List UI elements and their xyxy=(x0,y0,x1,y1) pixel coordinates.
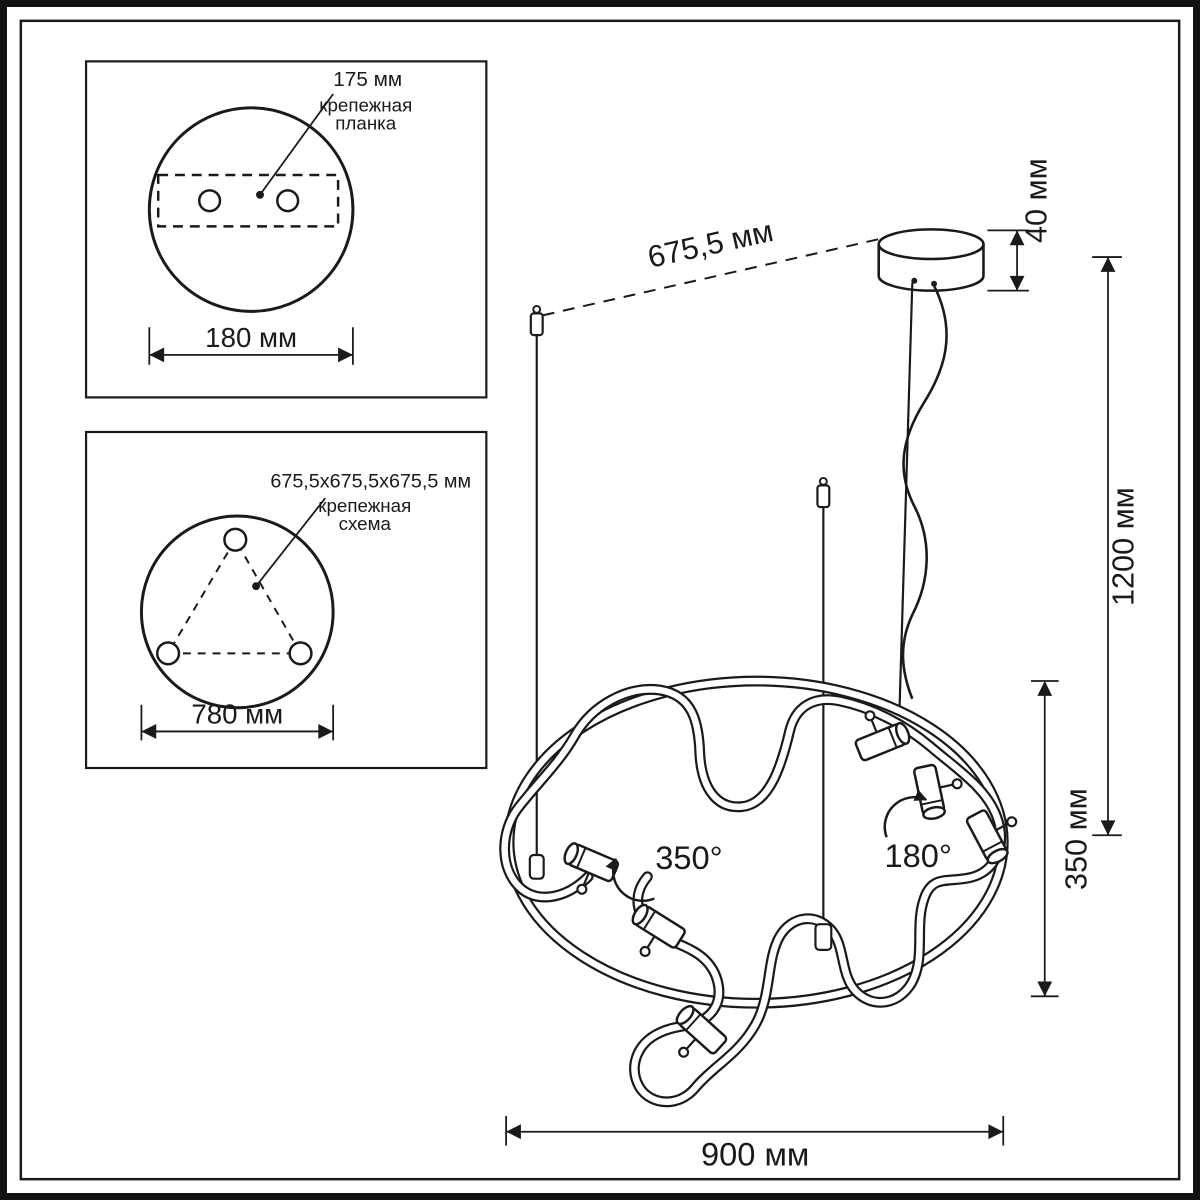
leader-line xyxy=(255,497,326,587)
suspension-cable-right xyxy=(898,282,914,711)
scheme-hole-right xyxy=(288,641,313,666)
plate-hole-right xyxy=(276,189,300,213)
body-width-dim: 900 мм xyxy=(701,1135,809,1172)
canopy-top xyxy=(877,228,985,261)
dimensions xyxy=(505,229,1122,1146)
cable-spacing-dim: 675,5 мм xyxy=(645,214,777,275)
spot-rotation-350-label: 350° xyxy=(655,839,722,876)
pendant-elevation xyxy=(499,228,1031,1108)
scheme-outline-circle xyxy=(139,514,335,710)
cable-gripper-left xyxy=(528,853,545,880)
technical-drawing: 175 мм крепежная планка 180 мм 675,5x675… xyxy=(19,19,1181,1181)
leader-dot xyxy=(252,582,261,591)
detail-box-border xyxy=(84,430,488,770)
canopy-wire-dot xyxy=(911,277,918,284)
body-height-dim: 350 мм xyxy=(1059,788,1093,890)
rotation-arc-350 xyxy=(605,857,655,903)
mounting-scheme-detail: 675,5x675,5x675,5 мм крепежная схема 780… xyxy=(84,430,488,770)
scheme-width-dim: 780 мм xyxy=(191,699,283,730)
cable-gripper-middle xyxy=(814,923,833,951)
scheme-hole-left xyxy=(155,641,181,666)
canopy-wire-dot xyxy=(931,280,938,287)
canopy-height-dim: 40 мм xyxy=(1020,158,1054,243)
leader-dot xyxy=(256,190,264,199)
cable-fitting-middle xyxy=(816,476,831,509)
suspension-height-dim: 1200 мм xyxy=(1107,487,1141,606)
inner-frame xyxy=(19,19,1181,1181)
scheme-hole-top xyxy=(223,527,248,552)
plate-hole-left xyxy=(197,189,222,213)
cable-fitting-left xyxy=(529,304,544,337)
scheme-caption-line1: крепежная xyxy=(318,495,411,516)
leader-line xyxy=(259,93,334,196)
rotation-arc-180 xyxy=(883,789,928,838)
canopy-width-dim: 180 мм xyxy=(205,322,297,353)
mounting-plate-dashed-rect xyxy=(156,173,340,228)
flex-tube-core xyxy=(501,686,1004,1105)
spot-rotation-180-label: 180° xyxy=(885,837,952,874)
spotlight xyxy=(616,901,688,970)
mounting-plate-detail: 175 мм крепежная планка 180 мм xyxy=(84,60,488,399)
scheme-dashed-edge xyxy=(234,539,302,654)
scheme-dashed-edge xyxy=(167,539,237,654)
plate-caption-line1: крепежная xyxy=(319,95,412,116)
canopy-outline-circle xyxy=(147,106,355,313)
power-cord xyxy=(901,285,948,700)
plate-spacing-label: 175 мм xyxy=(333,68,402,91)
scheme-caption-line2: схема xyxy=(339,513,392,534)
cable-spacing-dashed-line xyxy=(542,235,892,317)
scheme-spacing-label: 675,5x675,5x675,5 мм xyxy=(270,470,471,492)
detail-box-border xyxy=(84,60,488,399)
plate-caption-line2: планка xyxy=(335,113,397,134)
